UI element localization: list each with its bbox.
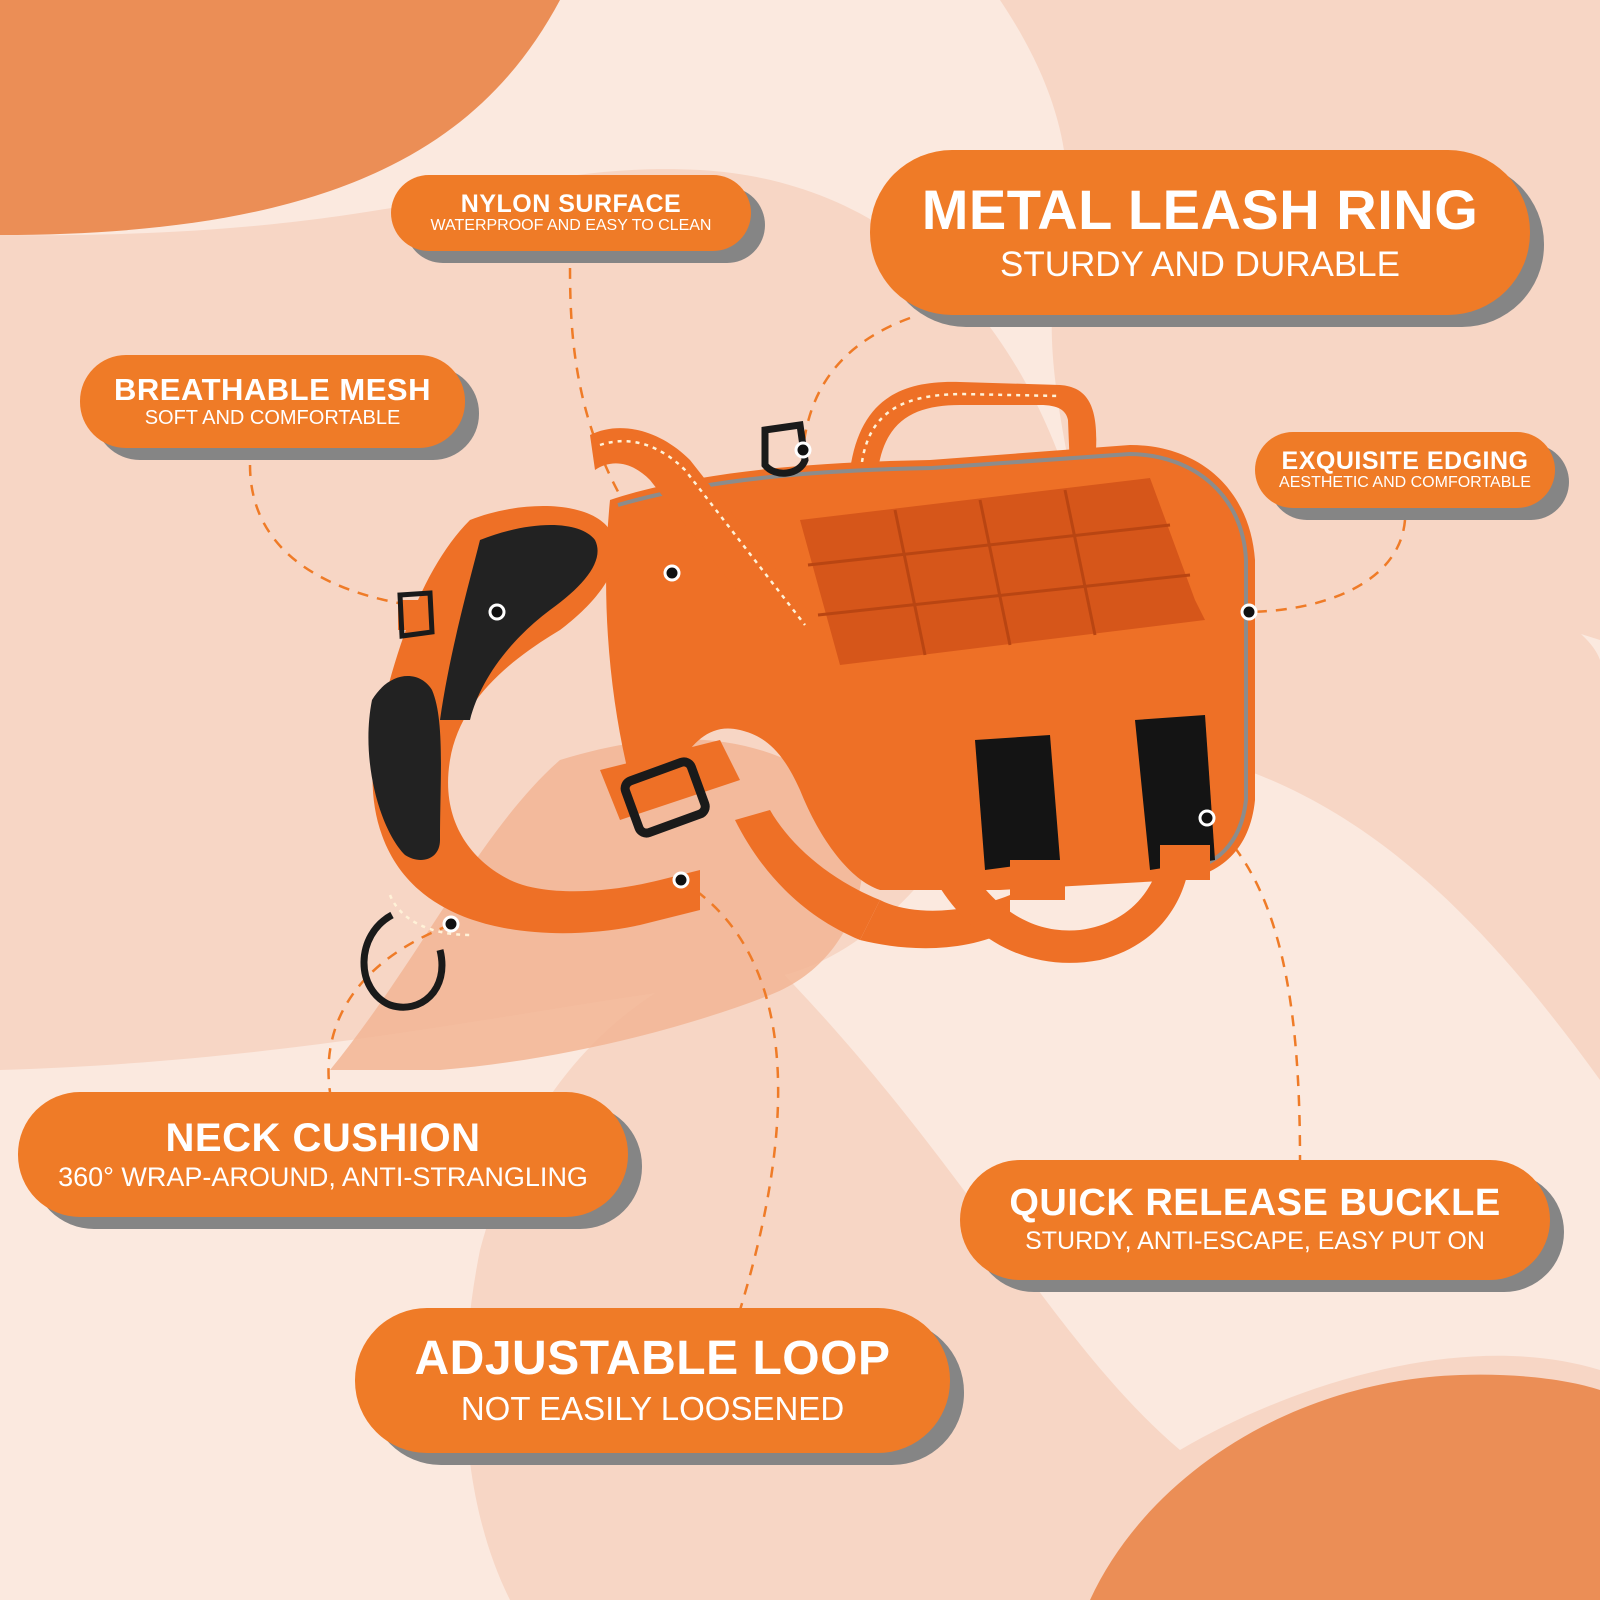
buckle-strap-3 xyxy=(1010,860,1065,900)
quick-release-buckles xyxy=(975,695,1215,900)
background-right-blob xyxy=(1150,545,1600,1080)
leader-nylon-surface xyxy=(568,267,673,573)
belly-strap-left xyxy=(735,810,880,940)
neck-adjuster-buckle xyxy=(397,590,435,639)
chest-strap xyxy=(600,740,740,820)
callout-subtitle: WATERPROOF AND EASY TO CLEAN xyxy=(430,217,712,235)
harness-body xyxy=(360,381,1255,1011)
callout-subtitle: STURDY AND DURABLE xyxy=(999,244,1400,284)
feature-markers xyxy=(442,441,1258,933)
leader-exquisite-edging xyxy=(1249,519,1407,614)
shoulder-strap xyxy=(590,428,830,660)
molle-grid xyxy=(807,489,1191,656)
marker-quick-release xyxy=(1198,809,1216,827)
leader-metal-leash-ring xyxy=(801,316,911,451)
leader-neck-cushion xyxy=(327,923,451,1093)
callout-neck-cushion: NECK CUSHION 360° WRAP-AROUND, ANTI-STRA… xyxy=(18,1092,628,1217)
callout-title: BREATHABLE MESH xyxy=(114,372,431,408)
callout-title: NYLON SURFACE xyxy=(460,190,682,219)
callout-subtitle: SOFT AND COMFORTABLE xyxy=(144,406,401,429)
adjustable-loop-slider xyxy=(620,757,710,838)
belly-strap-right xyxy=(930,860,1190,963)
callout-title: ADJUSTABLE LOOP xyxy=(414,1332,891,1386)
neck-cushion-mesh-side xyxy=(368,676,441,860)
shoulder-strap-stitching xyxy=(599,440,806,626)
handle xyxy=(850,381,1097,470)
marker-neck-cushion xyxy=(442,915,460,933)
callout-title: METAL LEASH RING xyxy=(921,177,1479,241)
marker-exquisite-edging xyxy=(1240,603,1258,621)
callout-subtitle: NOT EASILY LOOSENED xyxy=(460,1389,845,1427)
marker-adjustable-loop xyxy=(672,871,690,889)
molle-patch xyxy=(800,478,1205,665)
buckle-strap-4 xyxy=(1160,845,1210,880)
callout-breathable-mesh: BREATHABLE MESH SOFT AND COMFORTABLE xyxy=(80,355,465,448)
callout-quick-release-buckle: QUICK RELEASE BUCKLE STURDY, ANTI-ESCAPE… xyxy=(960,1160,1550,1280)
callout-title: QUICK RELEASE BUCKLE xyxy=(1009,1182,1501,1225)
background-top-left-blob xyxy=(0,0,560,235)
callout-adjustable-loop: ADJUSTABLE LOOP NOT EASILY LOOSENED xyxy=(355,1308,950,1453)
callout-exquisite-edging: EXQUISITE EDGING AESTHETIC AND COMFORTAB… xyxy=(1255,432,1555,508)
background-bottom-right-blob xyxy=(1090,1374,1600,1600)
reflective-edging xyxy=(617,451,1248,873)
leader-adjustable-loop xyxy=(679,878,780,1311)
handle-stitching xyxy=(860,392,1061,463)
callout-title: NECK CUSHION xyxy=(165,1115,481,1160)
callout-subtitle: STURDY, ANTI-ESCAPE, EASY PUT ON xyxy=(1025,1227,1485,1256)
callout-metal-leash-ring: METAL LEASH RING STURDY AND DURABLE xyxy=(870,150,1530,315)
buckle-1 xyxy=(975,735,1060,870)
callout-subtitle: 360° WRAP-AROUND, ANTI-STRANGLING xyxy=(58,1161,588,1192)
buckle-2 xyxy=(1135,715,1215,870)
neck-stitching xyxy=(388,894,471,937)
callout-nylon-surface: NYLON SURFACE WATERPROOF AND EASY TO CLE… xyxy=(391,175,751,251)
marker-nylon-surface xyxy=(663,564,681,582)
metal-leash-ring xyxy=(761,421,809,477)
callout-subtitle: AESTHETIC AND COMFORTABLE xyxy=(1279,474,1531,492)
marker-breathable-mesh xyxy=(488,603,506,621)
callout-title: EXQUISITE EDGING xyxy=(1281,447,1529,476)
front-d-ring xyxy=(360,911,446,1011)
marker-metal-leash-ring xyxy=(794,441,812,459)
neck-cushion-mesh-top xyxy=(440,525,598,720)
neck-loop xyxy=(372,506,700,934)
leader-quick-release xyxy=(1206,817,1302,1161)
